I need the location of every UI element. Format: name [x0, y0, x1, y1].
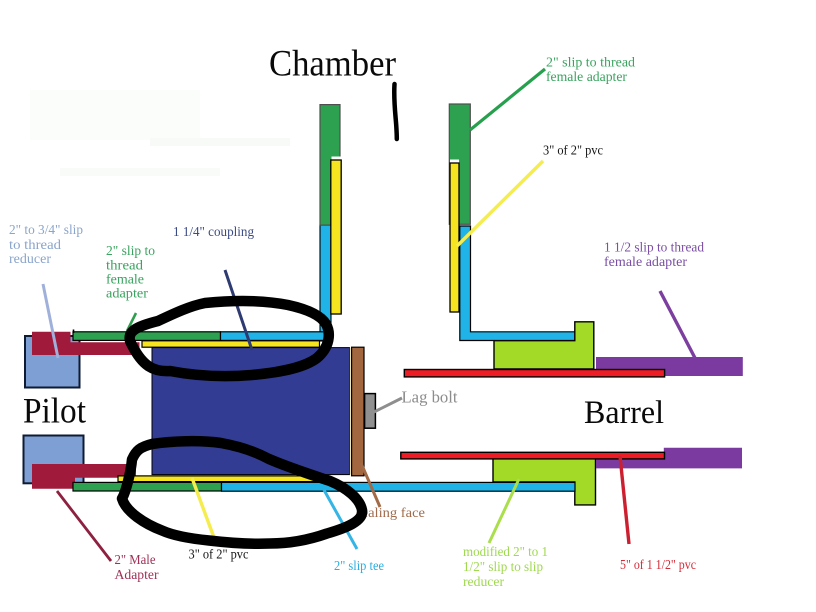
svg-text:1/2" slip to slip: 1/2" slip to slip	[463, 560, 543, 575]
svg-text:1 1/2 slip to thread: 1 1/2 slip to thread	[604, 241, 704, 256]
svg-text:female adapter: female adapter	[604, 255, 687, 270]
svg-text:2" slip tee: 2" slip tee	[334, 559, 384, 574]
svg-text:to thread: to thread	[9, 238, 61, 253]
svg-text:Chamber: Chamber	[269, 44, 396, 85]
svg-text:2" to 3/4" slip: 2" to 3/4" slip	[9, 223, 83, 238]
svg-text:3" of 2" pvc: 3" of 2" pvc	[543, 144, 603, 159]
svg-text:1 1/4" coupling: 1 1/4" coupling	[173, 225, 254, 240]
svg-text:reducer: reducer	[9, 252, 51, 267]
svg-text:2" slip to: 2" slip to	[106, 244, 155, 259]
svg-text:female adapter: female adapter	[546, 70, 627, 85]
svg-text:Lag bolt: Lag bolt	[402, 388, 458, 407]
svg-text:female: female	[106, 273, 144, 288]
svg-text:5" of 1 1/2" pvc: 5" of 1 1/2" pvc	[620, 558, 696, 573]
svg-text:2" Male: 2" Male	[115, 553, 156, 568]
svg-text:sealing face: sealing face	[356, 506, 425, 521]
svg-text:adapter: adapter	[106, 287, 148, 302]
svg-text:3" of 2" pvc: 3" of 2" pvc	[189, 548, 249, 563]
svg-text:2" slip to thread: 2" slip to thread	[546, 56, 635, 71]
svg-text:thread: thread	[106, 259, 143, 274]
svg-text:reducer: reducer	[463, 575, 504, 590]
svg-text:Pilot: Pilot	[23, 391, 86, 431]
svg-text:Adapter: Adapter	[115, 568, 159, 583]
svg-text:modified 2" to 1: modified 2" to 1	[463, 545, 548, 560]
svg-text:Barrel: Barrel	[584, 395, 664, 431]
